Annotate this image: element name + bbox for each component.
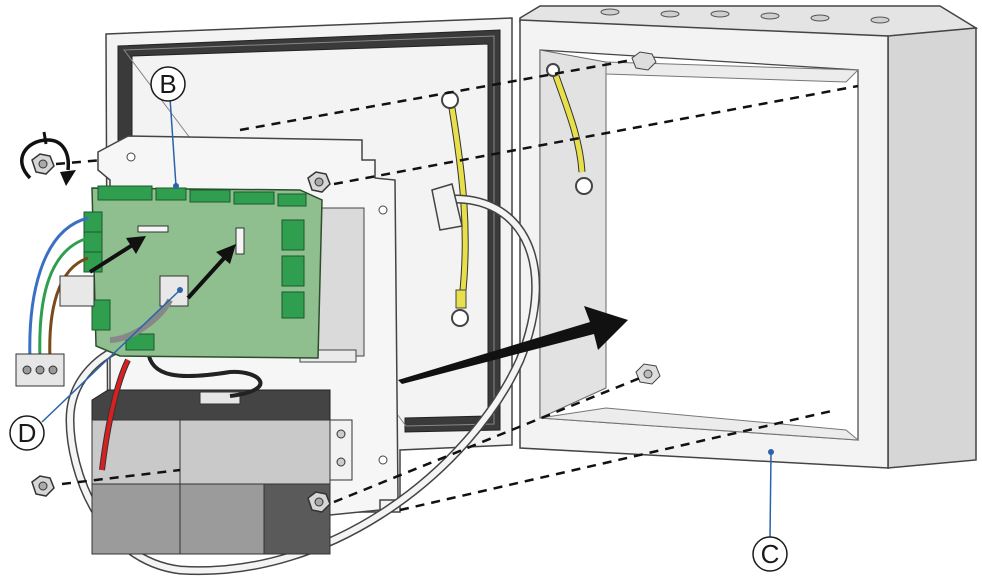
- cable-loop: [65, 183, 541, 576]
- control-board: [83, 185, 323, 359]
- callout-b: B: [150, 66, 186, 102]
- pin-header-vertical: [235, 227, 245, 255]
- nut-bottom-left: [31, 475, 55, 497]
- pin-header-horizontal: [137, 225, 169, 233]
- ribbon-connector: [159, 275, 189, 307]
- callout-line-b: [169, 97, 177, 187]
- battery: [91, 389, 353, 555]
- ribbon-cable: [109, 298, 173, 343]
- terminal-block-top: [97, 185, 307, 207]
- direction-arrow-icon: [398, 306, 628, 384]
- callout-d: D: [9, 415, 45, 451]
- callout-d-label: D: [18, 418, 37, 448]
- callout-c: C: [752, 536, 788, 572]
- nut-bottom-right: [307, 491, 331, 513]
- mounting-stud: [631, 51, 657, 71]
- callout-c-label: C: [761, 539, 780, 569]
- callout-b-label: B: [159, 69, 176, 99]
- terminal-block-left: [83, 211, 111, 331]
- callout-line-c: [769, 451, 772, 539]
- terminal-connector: [15, 353, 65, 387]
- pointer-arrow: [88, 236, 146, 274]
- rotate-arrow-icon: [20, 131, 76, 186]
- alignment-lines: [55, 58, 859, 512]
- terminal-block-right: [281, 219, 305, 319]
- nut-top-left: [31, 153, 55, 175]
- callout-line-d: [41, 289, 181, 423]
- mains-wires: [28, 216, 95, 361]
- cable-gland: [431, 183, 463, 231]
- mounting-stud: [635, 363, 661, 385]
- black-battery-wire: [146, 349, 263, 398]
- pointer-arrow: [186, 244, 236, 300]
- ground-wire-enclosure: [546, 63, 593, 195]
- nut-top-right: [307, 171, 331, 193]
- enclosure-body: [519, 5, 979, 469]
